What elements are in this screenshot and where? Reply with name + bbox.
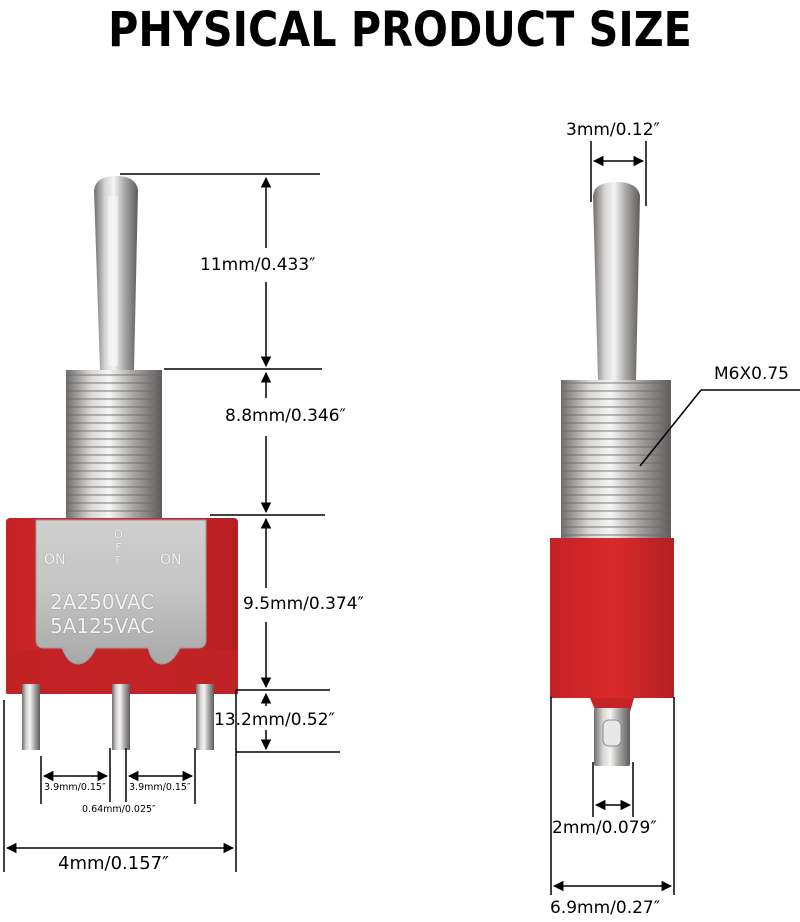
dim-bushing-height: 8.8mm/0.346″ <box>225 406 346 426</box>
side-body-icon <box>550 538 674 698</box>
dim-body-width: 4mm/0.157″ <box>58 853 169 874</box>
side-dimension-lines <box>550 141 800 895</box>
dim-lever-width: 3mm/0.12″ <box>566 120 660 140</box>
front-dimension-lines <box>3 173 340 872</box>
dim-pin-spacing-right: 3.9mm/0.15″ <box>129 782 191 794</box>
plate-rating-2: 5A125VAC <box>50 614 155 638</box>
terminal-pin-center-icon <box>112 684 130 750</box>
front-view-switch <box>6 176 238 750</box>
plate-rating-1: 2A250VAC <box>50 590 155 614</box>
dim-lever-height: 11mm/0.433″ <box>200 255 316 275</box>
plate-label-on-right: ON <box>160 552 182 568</box>
dim-terminal-width: 2mm/0.079″ <box>552 818 657 838</box>
terminal-pin-left-icon <box>22 684 40 750</box>
dim-terminal-height: 13.2mm/0.52″ <box>214 710 335 730</box>
terminal-pin-right-icon <box>196 684 214 750</box>
metal-plate-icon <box>35 519 207 665</box>
side-lever-icon <box>593 182 640 380</box>
dim-body-depth: 6.9mm/0.27″ <box>550 898 661 918</box>
page-title: PHYSICAL PRODUCT SIZE <box>108 2 692 58</box>
side-view-switch <box>550 182 674 766</box>
dim-thread: M6X0.75 <box>714 364 789 384</box>
dim-body-height: 9.5mm/0.374″ <box>243 594 364 614</box>
plate-label-on-left: ON <box>44 552 66 568</box>
plate-label-off: OFF <box>112 528 125 567</box>
dim-pin-thickness: 0.64mm/0.025″ <box>82 804 156 816</box>
dim-pin-spacing-left: 3.9mm/0.15″ <box>44 782 106 794</box>
